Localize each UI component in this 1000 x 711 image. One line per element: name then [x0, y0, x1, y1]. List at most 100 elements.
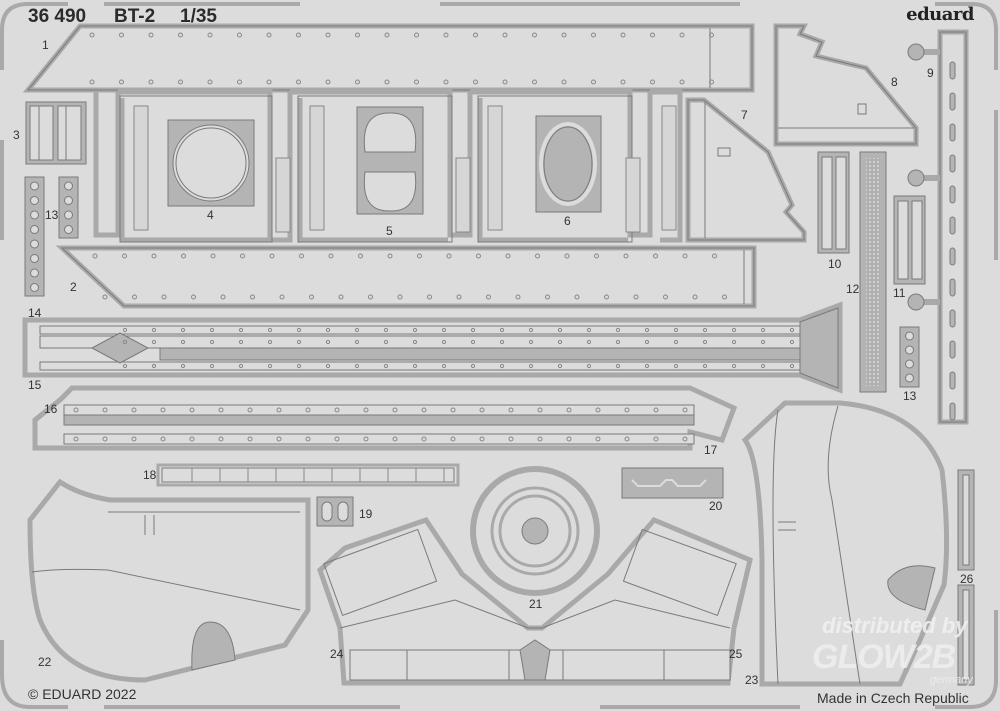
- watermark-line-2: GLOW2B: [812, 638, 956, 676]
- rivet: [73, 436, 79, 442]
- rivet: [181, 253, 186, 259]
- rivet: [267, 327, 273, 333]
- rivet: [305, 436, 311, 442]
- rivet: [595, 436, 601, 442]
- hole: [64, 181, 73, 191]
- slot: [949, 371, 956, 390]
- rivet: [92, 253, 98, 259]
- rivet: [760, 363, 766, 369]
- rivet: [178, 32, 183, 38]
- rivet: [470, 363, 476, 369]
- part-14-15: [22, 301, 843, 394]
- rivet: [508, 436, 514, 442]
- rivet: [479, 436, 485, 442]
- rivet: [161, 294, 167, 300]
- rivet: [789, 363, 795, 369]
- rivet: [397, 294, 403, 300]
- rivet: [392, 436, 398, 442]
- part-label-7: 7: [741, 108, 748, 122]
- rivet: [505, 253, 511, 259]
- rivet: [296, 79, 301, 85]
- hole: [30, 196, 39, 205]
- brand-logo: eduard: [906, 4, 974, 25]
- rivet: [267, 363, 273, 369]
- rivet: [102, 294, 108, 300]
- part-label-10: 10: [828, 257, 842, 271]
- rivet: [334, 407, 340, 413]
- rivet: [296, 339, 302, 345]
- rivet: [557, 339, 563, 345]
- rivet: [102, 436, 108, 442]
- rivet: [384, 79, 390, 85]
- rivet: [561, 79, 567, 85]
- part-label-8: 8: [891, 75, 898, 89]
- rivet: [760, 339, 766, 345]
- rivet: [354, 327, 360, 333]
- rivet: [441, 363, 447, 369]
- rivet: [178, 79, 183, 85]
- rivet: [383, 339, 389, 345]
- scale-label: 1/35: [180, 6, 217, 27]
- rivet: [712, 253, 717, 259]
- rivet: [132, 294, 137, 300]
- part-6: [535, 115, 602, 213]
- part-4: [167, 119, 255, 207]
- rivet: [450, 407, 456, 413]
- rivet: [296, 363, 302, 369]
- rivet: [789, 327, 795, 333]
- part-18: [156, 463, 460, 487]
- rivet: [151, 339, 157, 345]
- hole: [30, 254, 39, 263]
- rivet: [414, 32, 419, 38]
- rivet: [189, 407, 195, 413]
- rivet: [122, 327, 128, 333]
- part-label-12: 12: [846, 282, 860, 296]
- rivet: [267, 339, 273, 345]
- rivet: [470, 339, 476, 345]
- rivet: [499, 339, 505, 345]
- rivet: [247, 436, 253, 442]
- part-7: [685, 97, 807, 243]
- rivet: [789, 339, 795, 345]
- rivet: [122, 339, 128, 345]
- rivet: [441, 339, 447, 345]
- rivet: [151, 327, 157, 333]
- rivet: [102, 407, 108, 413]
- rivet: [334, 436, 340, 442]
- part-label-4: 4: [207, 208, 214, 222]
- rivet: [679, 79, 685, 85]
- hole: [30, 283, 39, 292]
- panel-frames: [93, 89, 683, 243]
- rivet: [354, 339, 360, 345]
- rivet: [532, 32, 537, 38]
- rivet: [591, 32, 596, 38]
- hole: [30, 225, 39, 234]
- rivet: [421, 407, 427, 413]
- rivet: [363, 436, 369, 442]
- rivet: [412, 327, 418, 333]
- part-label-6: 6: [564, 214, 571, 228]
- part-21: [470, 466, 600, 596]
- part-label-18: 18: [143, 468, 157, 482]
- rivet: [392, 407, 398, 413]
- rivet: [180, 327, 186, 333]
- model-name: BT-2: [114, 6, 156, 27]
- rivet: [528, 327, 534, 333]
- rivet: [528, 363, 534, 369]
- rivet: [528, 339, 534, 345]
- rivet: [615, 327, 621, 333]
- rivet: [328, 253, 334, 259]
- rivet: [702, 339, 708, 345]
- rivet: [561, 32, 567, 38]
- rivet: [276, 436, 282, 442]
- rivet: [237, 79, 242, 85]
- part-13-right: [899, 326, 920, 388]
- part-label-1: 1: [42, 38, 49, 52]
- rivet: [615, 363, 621, 369]
- rivet: [148, 79, 154, 85]
- rivet: [624, 407, 630, 413]
- part-11: [893, 195, 926, 285]
- rivet: [673, 339, 679, 345]
- rivet: [325, 79, 331, 85]
- rivet: [210, 253, 216, 259]
